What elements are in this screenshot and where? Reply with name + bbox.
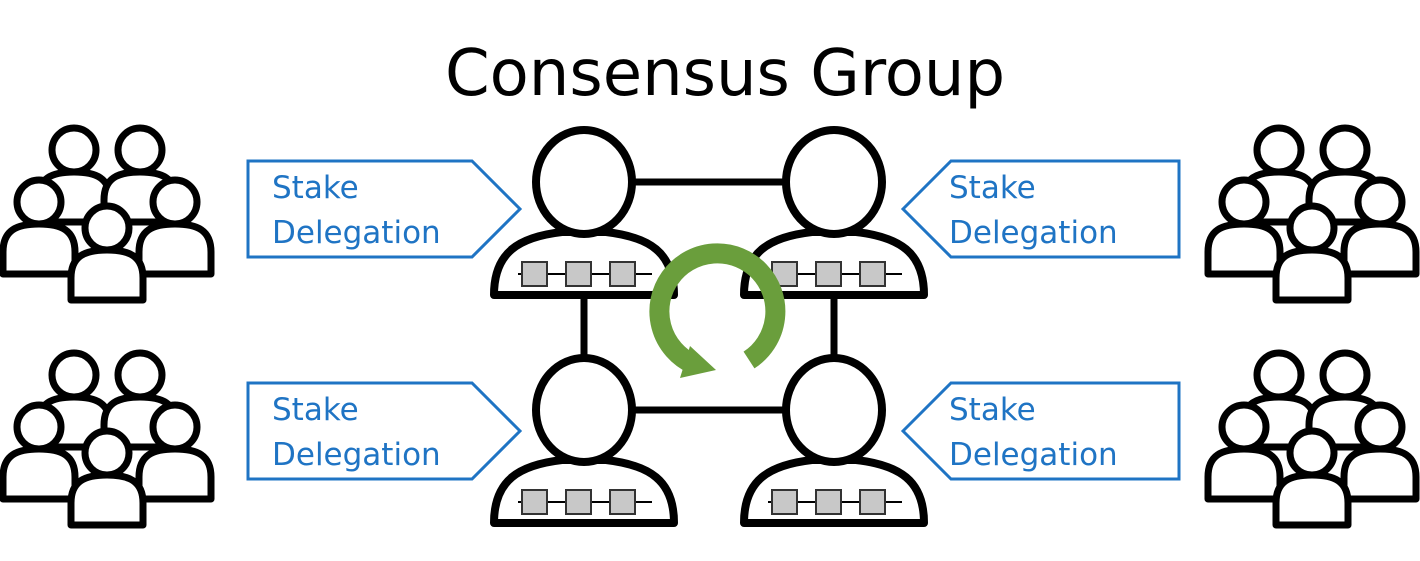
validator-connections <box>580 178 838 414</box>
person-body <box>1272 471 1352 529</box>
person-head <box>1354 176 1406 228</box>
block-icon <box>609 261 636 287</box>
people-group-icon <box>1204 349 1420 529</box>
delegation-label-line1: Stake <box>272 170 359 206</box>
block-icon <box>859 489 886 515</box>
delegation-arrow-shape <box>900 159 1181 259</box>
delegation-label-line2: Delegation <box>272 215 441 251</box>
person-body <box>1272 246 1352 304</box>
delegation-arrow-shape <box>246 159 523 259</box>
person-icon <box>1204 176 1284 278</box>
delegator-groups <box>0 124 1420 529</box>
cycle-arc <box>649 243 786 374</box>
person-icon <box>0 401 79 503</box>
delegation-label-line2: Delegation <box>949 215 1118 251</box>
person-icon <box>67 427 147 529</box>
stake-delegations: StakeDelegationStakeDelegationStakeDeleg… <box>246 159 1181 481</box>
person-head <box>1354 401 1406 453</box>
block-icon <box>609 489 636 515</box>
rotate-cycle-icon <box>649 243 786 378</box>
block-icon <box>521 261 548 287</box>
validator-node-icon <box>740 126 928 299</box>
person-head <box>1218 176 1270 228</box>
block-icon <box>815 489 842 515</box>
block-icon <box>771 489 798 515</box>
delegation-label-line2: Delegation <box>272 437 441 473</box>
block-icon <box>565 489 592 515</box>
validator-node-icon <box>490 126 678 299</box>
person-head <box>1218 401 1270 453</box>
person-head <box>1319 124 1371 176</box>
person-icon <box>1340 401 1420 503</box>
delegation-label-line1: Stake <box>949 392 1036 428</box>
person-head <box>114 124 166 176</box>
person-icon <box>1340 176 1420 278</box>
person-body <box>1204 220 1284 278</box>
delegation-label-line1: Stake <box>949 170 1036 206</box>
person-head <box>48 124 100 176</box>
person-head <box>1286 427 1338 479</box>
validator-head <box>532 126 636 238</box>
person-body <box>1204 445 1284 503</box>
diagram-title: Consensus Group <box>445 37 1005 111</box>
validators <box>490 126 928 527</box>
person-body <box>67 246 147 304</box>
person-body <box>1340 220 1420 278</box>
person-body <box>135 445 215 503</box>
person-head <box>81 202 133 254</box>
cycle-arrowhead <box>680 346 716 378</box>
person-body <box>0 445 79 503</box>
person-head <box>1286 202 1338 254</box>
person-icon <box>135 401 215 503</box>
validator-head <box>782 354 886 466</box>
block-icon <box>859 261 886 287</box>
delegation-label-line2: Delegation <box>949 437 1118 473</box>
person-body <box>67 471 147 529</box>
block-icon <box>521 489 548 515</box>
person-body <box>135 220 215 278</box>
people-group-icon <box>0 124 215 304</box>
person-head <box>13 176 65 228</box>
person-icon <box>100 349 180 451</box>
person-head <box>81 427 133 479</box>
person-icon <box>1272 427 1352 529</box>
validator-node-icon <box>740 354 928 527</box>
block-icon <box>815 261 842 287</box>
delegation-arrow-shape <box>246 381 523 481</box>
person-icon <box>67 202 147 304</box>
person-icon <box>1272 202 1352 304</box>
delegation-arrow-shape <box>900 381 1181 481</box>
validator-head <box>532 354 636 466</box>
person-icon <box>1204 401 1284 503</box>
block-icon <box>565 261 592 287</box>
person-head <box>149 401 201 453</box>
people-group-icon <box>0 349 215 529</box>
person-head <box>1253 349 1305 401</box>
people-group-icon <box>1204 124 1420 304</box>
person-icon <box>0 176 79 278</box>
person-head <box>114 349 166 401</box>
person-head <box>149 176 201 228</box>
person-icon <box>135 176 215 278</box>
person-body <box>1340 445 1420 503</box>
person-head <box>1253 124 1305 176</box>
person-head <box>48 349 100 401</box>
person-head <box>1319 349 1371 401</box>
person-body <box>0 220 79 278</box>
person-head <box>13 401 65 453</box>
validator-node-icon <box>490 354 678 527</box>
validator-head <box>782 126 886 238</box>
delegation-label-line1: Stake <box>272 392 359 428</box>
